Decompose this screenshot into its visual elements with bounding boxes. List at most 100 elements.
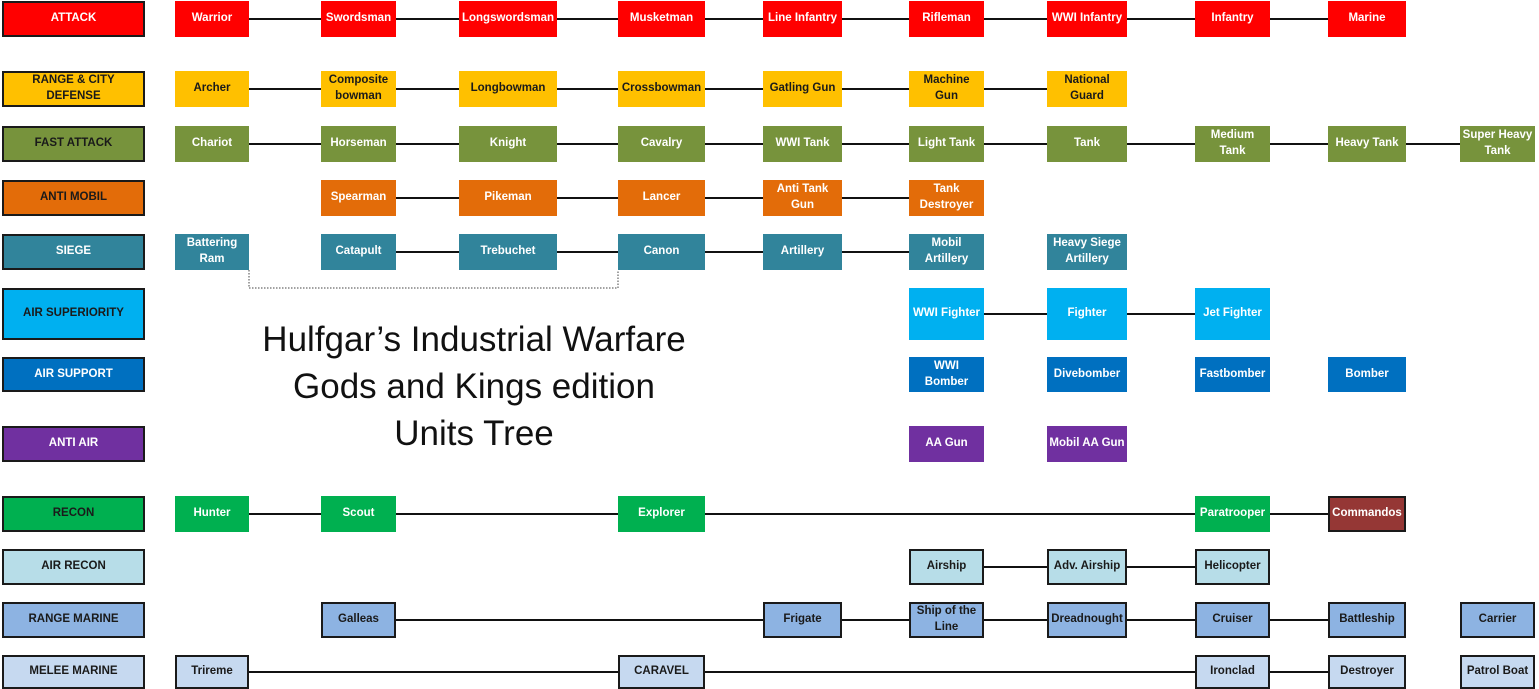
unit-airship: Airship [909,549,984,585]
unit-label: Catapult [335,245,382,258]
unit-swordsman: Swordsman [321,1,396,37]
unit-patrol-boat: Patrol Boat [1460,655,1535,689]
dotted-link-siege [248,270,619,289]
unit-label-line: Composite [328,74,389,87]
unit-label-line: National [1064,74,1110,87]
unit-label-line: Battering [186,237,238,250]
unit-label: Battleship [1339,613,1395,626]
unit-dreadnought: Dreadnought [1047,602,1127,638]
unit-wwi-tank: WWI Tank [763,126,842,162]
unit-label: Dreadnought [1051,613,1123,626]
unit-longbowman: Longbowman [459,71,557,107]
unit-label: Rifleman [922,12,971,25]
unit-cruiser: Cruiser [1195,602,1270,638]
unit-infantry: Infantry [1195,1,1270,37]
unit-label: Chariot [191,137,233,150]
unit-label-line: Ship of the [916,605,977,618]
title-line-2: Gods and Kings edition [293,367,655,406]
unit-label: Horseman [330,137,387,150]
unit-label: WWI Tank [775,137,830,150]
unit-wwi-infantry: WWI Infantry [1047,1,1127,37]
unit-label-line: Line [934,621,959,633]
unit-label: Archer [193,82,231,95]
unit-label-line: Tank [1484,145,1511,157]
unit-label: Crossbowman [621,82,702,95]
unit-label: Explorer [638,507,685,520]
unit-label: Paratrooper [1199,507,1266,520]
unit-label-line: Super Heavy [1462,129,1533,142]
unit-label: Warrior [191,12,233,25]
unit-rifleman: Rifleman [909,1,984,37]
unit-label-line: Destroyer [919,199,974,211]
unit-light-tank: Light Tank [909,126,984,162]
unit-divebomber: Divebomber [1047,357,1127,392]
unit-label: Patrol Boat [1466,665,1529,678]
unit-label: Scout [342,507,375,520]
unit-crossbowman: Crossbowman [618,71,705,107]
category-melee_marine: MELEE MARINE [2,655,145,689]
unit-label: Marine [1348,12,1386,25]
unit-label: Jet Fighter [1203,307,1262,320]
unit-label: Carrier [1478,613,1517,626]
unit-label: Lancer [642,191,681,204]
unit-label: Musketman [629,12,694,25]
unit-marine: Marine [1328,1,1406,37]
unit-label: Canon [643,245,680,258]
unit-ironclad: Ironclad [1195,655,1270,689]
unit-label: AA Gun [925,437,968,450]
unit-label-line: Tank [933,183,960,196]
unit-label: Bomber [1345,367,1389,380]
unit-mobil-aa-gun: Mobil AA Gun [1047,426,1127,462]
unit-label: Ironclad [1210,665,1255,678]
unit-galleas: Galleas [321,602,396,638]
unit-label: Heavy Tank [1335,137,1399,150]
unit-canon: Canon [618,234,705,270]
unit-label: Galleas [338,613,379,626]
unit-label: CARAVEL [634,665,689,678]
title-line-1: Hulfgar’s Industrial Warfare [262,320,686,359]
unit-trebuchet: Trebuchet [459,234,557,270]
unit-commandos: Commandos [1328,496,1406,532]
category-anti_mobil: ANTI MOBIL [2,180,145,216]
unit-label: Airship [926,560,967,573]
unit-label: Fastbomber [1199,367,1266,380]
unit-archer: Archer [175,71,249,107]
unit-label-line: WWI [934,359,959,372]
unit-scout: Scout [321,496,396,532]
unit-label: Adv. Airship [1053,560,1121,573]
unit-spearman: Spearman [321,180,396,216]
unit-label: Trebuchet [480,245,536,258]
category-range: RANGE & CITY DEFENSE [2,71,145,107]
unit-helicopter: Helicopter [1195,549,1270,585]
unit-label-line: Heavy Siege [1053,237,1121,250]
unit-label-line: Artillery [1065,253,1109,265]
category-fast: FAST ATTACK [2,126,145,162]
unit-frigate: Frigate [763,602,842,638]
unit-adv-airship: Adv. Airship [1047,549,1127,585]
unit-label-line: Medium [1210,129,1255,142]
unit-destroyer: Destroyer [1328,655,1406,689]
unit-label-line: Gun [790,199,814,211]
unit-label-line: Ram [199,253,225,265]
unit-label: Light Tank [917,137,976,150]
unit-knight: Knight [459,126,557,162]
unit-aa-gun: AA Gun [909,426,984,462]
unit-label: Helicopter [1204,560,1261,573]
unit-label-line: Artillery [924,253,969,265]
unit-label-line: Gun [934,90,958,102]
unit-label: Infantry [1211,12,1254,25]
unit-label: Mobil AA Gun [1049,437,1125,450]
unit-jet-fighter: Jet Fighter [1195,288,1270,340]
unit-paratrooper: Paratrooper [1195,496,1270,532]
unit-label: Trireme [191,665,233,678]
unit-label-line: Mobil [931,237,962,250]
